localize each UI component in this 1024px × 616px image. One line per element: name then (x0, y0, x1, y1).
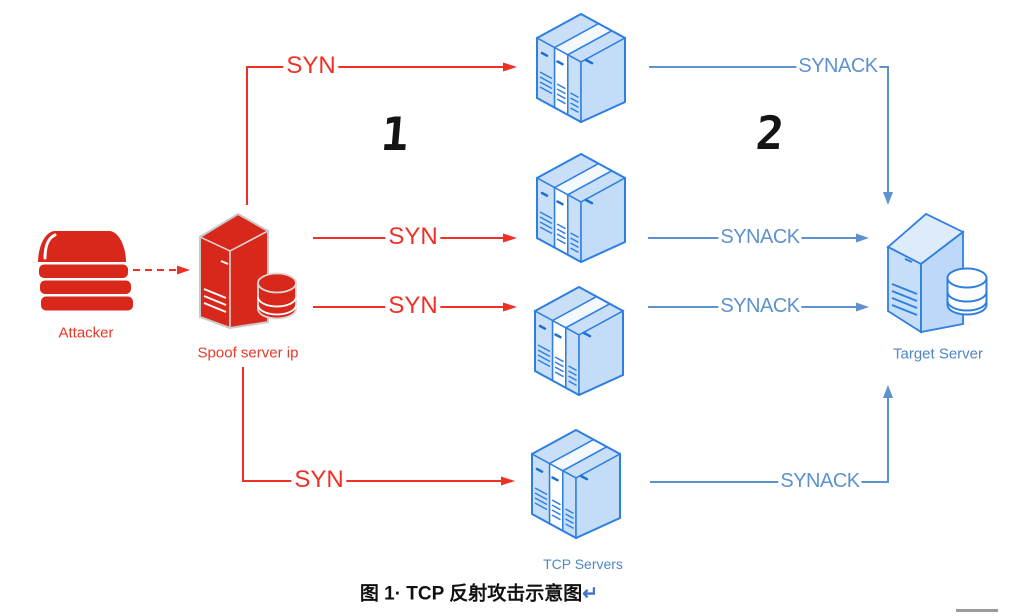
tcp-server-icon-1 (535, 12, 627, 124)
target-db-cylinder (946, 267, 988, 316)
synack-path-4 (650, 397, 889, 483)
synack-label-4: SYNACK (778, 470, 862, 492)
tcp-server-icon-4 (530, 428, 622, 540)
figure-caption: 图 1· TCP 反射攻击示意图↵ (360, 585, 598, 604)
return-mark: ↵ (582, 583, 599, 605)
figure-caption-text: 图 1· TCP 反射攻击示意图 (359, 583, 583, 605)
tcp-server-icon-2 (535, 152, 627, 264)
syn-path-4 (242, 367, 501, 482)
spoof-db-cylinder (257, 272, 297, 320)
attacker-icon (38, 231, 133, 311)
tcp-server-icon-3 (533, 285, 625, 397)
spoof-server-label: Spoof server ip (197, 344, 299, 362)
step-number-1: 1 (378, 107, 412, 161)
synack-path-1 (649, 66, 889, 193)
target-server-label: Target Server (892, 345, 984, 363)
synack-label-3: SYNACK (718, 295, 802, 317)
syn-path-1 (246, 66, 503, 205)
syn-label-4: SYN (291, 468, 347, 492)
syn-arrows (133, 66, 503, 482)
synack-label-2: SYNACK (718, 226, 802, 248)
tcp-servers-label: TCP Servers (543, 556, 623, 572)
syn-label-3: SYN (385, 294, 441, 318)
syn-label-1: SYN (283, 54, 339, 78)
spoof-server-icon (198, 212, 297, 330)
synack-arrowheads (856, 192, 893, 398)
attacker-label: Attacker (58, 324, 114, 342)
step-number-2: 2 (753, 106, 787, 160)
syn-arrowheads (177, 62, 517, 486)
syn-label-2: SYN (385, 225, 441, 249)
table-border-fragment (956, 609, 998, 612)
synack-label-1: SYNACK (796, 55, 880, 77)
target-server-icon (886, 212, 988, 334)
